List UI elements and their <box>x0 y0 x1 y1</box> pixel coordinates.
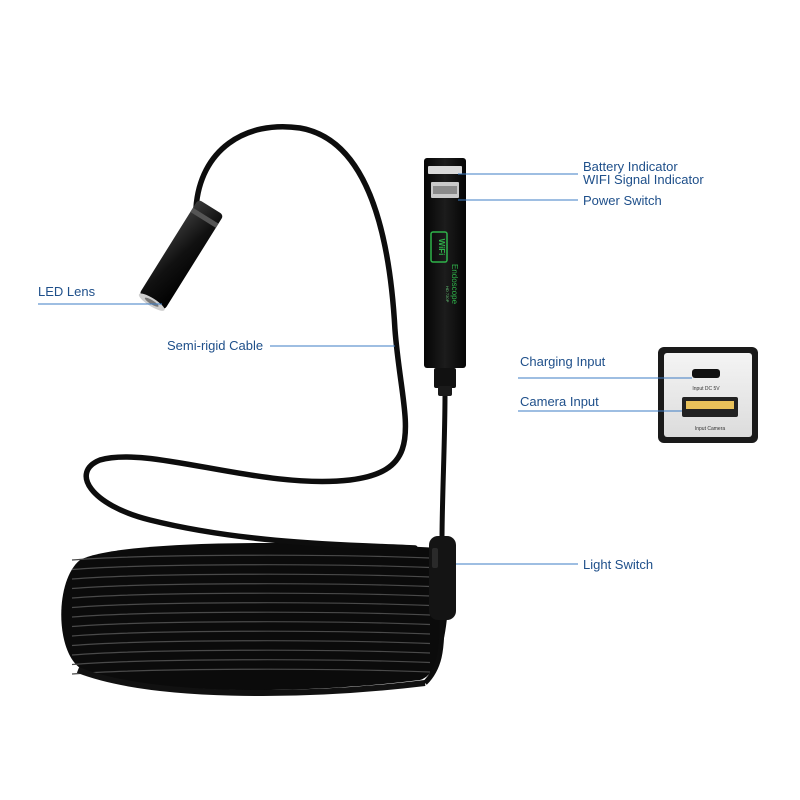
wifi-badge-text: WiFi <box>437 239 446 256</box>
label-wifi-signal-indicator: WIFI Signal Indicator <box>583 172 704 187</box>
usb-port-text: Input Camera <box>695 426 726 432</box>
usb-plug <box>434 368 456 388</box>
charging-port-text: Input DC 5V <box>692 386 720 392</box>
coil-wrap <box>71 640 431 647</box>
coil-wrap <box>71 554 431 561</box>
label-camera-input: Camera Input <box>520 394 599 409</box>
wifi-badge <box>430 231 448 263</box>
coil-wrap <box>71 630 431 637</box>
model-text: HD 720P <box>445 286 450 303</box>
port-panel: Input DC 5V Input Camera <box>658 347 758 443</box>
light-switch-body[interactable] <box>429 536 456 620</box>
coil-wrap <box>71 611 431 618</box>
label-charging-input: Charging Input <box>520 354 606 369</box>
coiled-cable <box>61 543 449 696</box>
brand-text: Endoscope <box>450 264 459 305</box>
label-semi-rigid-cable: Semi-rigid Cable <box>167 338 263 353</box>
coil-wrap <box>71 602 431 609</box>
coil-wrap <box>71 573 431 580</box>
battery-indicator-led <box>428 166 462 174</box>
semi-rigid-cable <box>83 124 418 551</box>
camera-head <box>138 200 223 311</box>
labels: Battery Indicator WIFI Signal Indicator … <box>38 159 704 572</box>
coil-wrap <box>71 583 431 590</box>
coil-wrap <box>71 659 431 666</box>
coil-wrap <box>71 668 431 675</box>
coil-wrap <box>71 621 431 628</box>
wifi-box: WiFi Endoscope HD 720P <box>424 158 466 396</box>
label-led-lens: LED Lens <box>38 284 96 299</box>
box-cable <box>439 394 448 541</box>
coil-wrap <box>71 564 431 571</box>
label-light-switch: Light Switch <box>583 557 653 572</box>
micro-usb-port-icon <box>692 369 720 378</box>
label-battery-indicator: Battery Indicator <box>583 159 678 174</box>
label-power-switch: Power Switch <box>583 193 662 208</box>
leader-lines <box>38 173 692 565</box>
coil-wrap <box>71 649 431 656</box>
switch-to-coil-cable <box>423 619 445 685</box>
coil-wrap <box>71 592 431 599</box>
